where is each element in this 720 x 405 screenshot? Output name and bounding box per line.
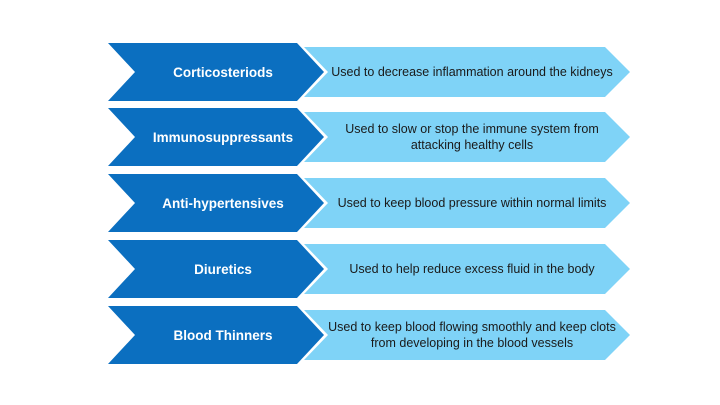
drug-class-label: Diuretics: [194, 261, 252, 277]
drug-class-label: Anti-hypertensives: [162, 195, 284, 211]
row-diuretics: Diuretics Used to help reduce excess flu…: [108, 240, 630, 298]
description-label: Used to keep blood pressure within norma…: [337, 196, 607, 210]
row-immunosuppressants: Immunosuppressants Used to slow or stop …: [108, 108, 630, 166]
description-chevron: Used to help reduce excess fluid in the …: [304, 244, 630, 294]
description-label: Used to slow or stop the immune system f…: [345, 122, 599, 152]
row-corticosteriods: Corticosteriods Used to decrease inflamm…: [108, 43, 630, 101]
drug-class-chevron: Diuretics: [108, 240, 324, 298]
drug-class-chevron: Immunosuppressants: [108, 108, 324, 166]
drug-class-label: Blood Thinners: [173, 327, 273, 343]
description-label: Used to decrease inflammation around the…: [331, 65, 613, 79]
description-chevron: Used to keep blood pressure within norma…: [304, 178, 630, 228]
drug-class-chevron: Anti-hypertensives: [108, 174, 324, 232]
drug-class-label: Immunosuppressants: [152, 129, 294, 145]
drug-class-chevron: Blood Thinners: [108, 306, 324, 364]
drug-class-label: Corticosteriods: [173, 64, 273, 80]
description-chevron: Used to slow or stop the immune system f…: [304, 112, 630, 162]
row-anti-hypertensives: Anti-hypertensives Used to keep blood pr…: [108, 174, 630, 232]
description-chevron: Used to keep blood flowing smoothly and …: [304, 310, 630, 360]
description-chevron: Used to decrease inflammation around the…: [304, 47, 630, 97]
description-label: Used to keep blood flowing smoothly and …: [328, 320, 616, 350]
drug-class-chevron: Corticosteriods: [108, 43, 324, 101]
row-blood-thinners: Blood Thinners Used to keep blood flowin…: [108, 306, 630, 364]
description-label: Used to help reduce excess fluid in the …: [349, 262, 595, 276]
